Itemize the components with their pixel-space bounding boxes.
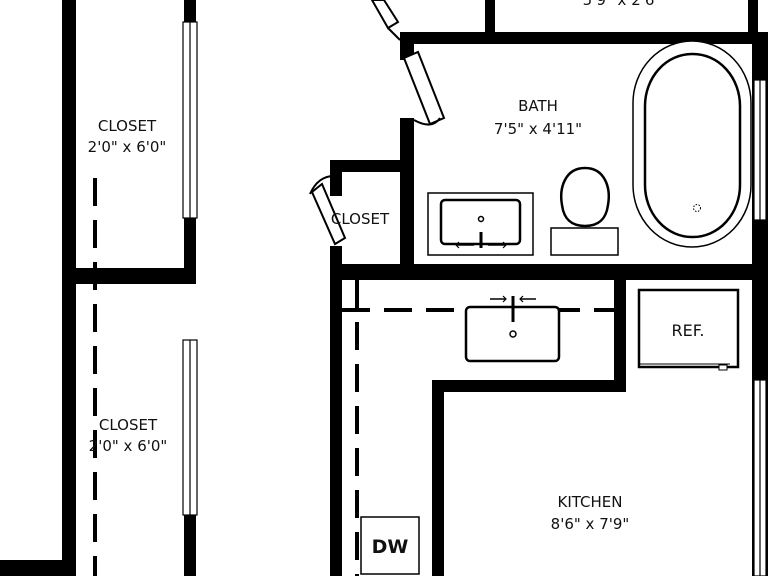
dishwasher <box>360 516 420 575</box>
room-label-kitchen: KITCHEN <box>558 493 623 511</box>
wall <box>184 515 196 576</box>
door-small-closet <box>310 182 347 246</box>
wall <box>400 36 414 60</box>
wall <box>432 380 626 392</box>
room-dims-kitchen: 8'6" x 7'9" <box>551 515 630 533</box>
doors <box>309 0 446 246</box>
room-label-closet: CLOSET <box>98 117 157 135</box>
kitchen-sink <box>464 295 561 363</box>
wall <box>184 0 196 22</box>
room-label-closet: CLOSET <box>99 416 158 434</box>
door-swing <box>309 175 335 195</box>
door-swing <box>413 117 441 126</box>
wall <box>330 160 414 172</box>
room-dims-partial: 5'9" x 2'6" <box>583 0 662 9</box>
wall <box>62 268 196 284</box>
door-bath <box>402 50 446 126</box>
refrigerator <box>637 288 740 371</box>
wall <box>400 32 768 44</box>
wall <box>432 380 444 576</box>
room-dims-closet: 2'0" x 6'0" <box>89 437 168 455</box>
refrigerator-label: REF. <box>672 321 705 340</box>
wall <box>62 0 76 576</box>
tub-drain-icon <box>693 204 701 212</box>
wall <box>330 160 342 196</box>
wall <box>0 560 76 576</box>
room-label-closet-small: CLOSET <box>331 210 390 228</box>
room-labels: CLOSET 2'0" x 6'0" CLOSET 2'0" x 6'0" CL… <box>88 0 705 558</box>
wall <box>330 246 342 576</box>
dashed-lines <box>93 178 614 576</box>
wall <box>614 272 626 392</box>
wall <box>748 0 758 38</box>
dishwasher-label: DW <box>372 536 409 558</box>
toilet <box>550 166 619 256</box>
room-label-bath: BATH <box>518 97 558 115</box>
wall <box>400 118 414 272</box>
windows <box>182 21 767 576</box>
room-dims-closet: 2'0" x 6'0" <box>88 138 167 156</box>
bath-sink <box>427 192 534 256</box>
wall <box>485 0 495 38</box>
room-dims-bath: 7'5" x 4'11" <box>494 120 582 138</box>
wall <box>184 218 196 284</box>
bathtub <box>632 40 752 248</box>
wall <box>330 264 768 280</box>
door-top <box>370 0 400 30</box>
